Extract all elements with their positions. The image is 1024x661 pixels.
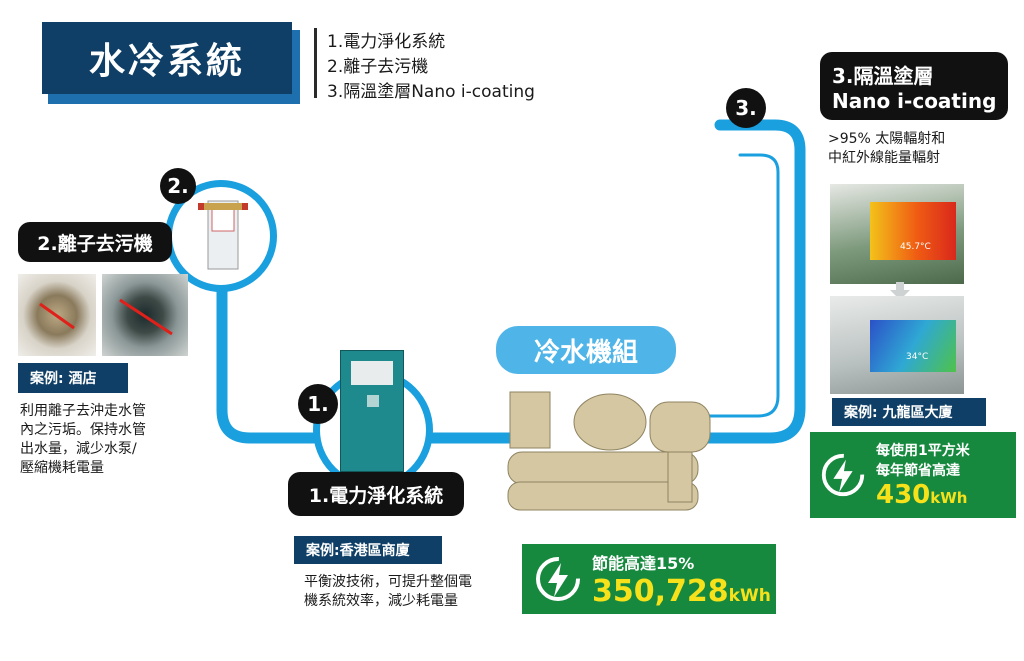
desc-line: 壓縮機耗電量 <box>20 460 104 476</box>
step1-title: 1.電力淨化系統 <box>288 472 464 516</box>
summary-item: 2.離子去污機 <box>327 57 429 77</box>
desc-line: >95% 太陽輻射和 <box>828 131 946 147</box>
desc-line: 平衡波技術，可提升整個電 <box>304 574 472 590</box>
pipe-left <box>216 284 526 444</box>
desc-line: 中紅外線能量輻射 <box>828 150 940 166</box>
coating-saving-value: 430 <box>876 480 931 510</box>
coating-saving-unit: kWh <box>930 489 968 507</box>
page-title: 水冷系統 <box>42 22 292 94</box>
arrow-down-icon <box>890 282 910 300</box>
step1-case-label: 案例:香港區商廈 <box>294 536 442 564</box>
temp-before-readout: 45.7°C <box>900 242 931 252</box>
summary-list: 1.電力淨化系統 2.離子去污機 3.隔溫塗層Nano i-coating <box>327 30 535 105</box>
energy-saving-icon <box>821 453 865 497</box>
pipe-before-photo <box>18 274 96 356</box>
step3-badge: 3. <box>726 88 766 128</box>
saving-unit: kWh <box>728 585 771 606</box>
coating-saving-line1: 每使用1平方米 <box>876 443 970 459</box>
summary-item: 3.隔溫塗層Nano i-coating <box>327 82 535 102</box>
desc-line: 出水量，減少水泵/ <box>20 441 137 457</box>
step2-badge: 2. <box>160 168 196 204</box>
ion-cleaner-device-icon <box>198 200 248 270</box>
desc-line: 內之污垢。保持水管 <box>20 422 146 438</box>
clean-arrow-icon <box>119 298 173 336</box>
step1-badge: 1. <box>298 384 338 424</box>
chiller-label: 冷水機組 <box>496 326 676 374</box>
desc-line: 利用離子去沖走水管 <box>20 403 146 419</box>
step2-title: 2.離子去污機 <box>18 222 172 262</box>
saving-label: 節能高達15% <box>592 553 695 573</box>
step2-description: 利用離子去沖走水管 內之污垢。保持水管 出水量，減少水泵/ 壓縮機耗電量 <box>20 402 146 478</box>
energy-saving-icon <box>536 557 580 601</box>
step3-description: >95% 太陽輻射和 中紅外線能量輻射 <box>828 130 945 168</box>
title-divider <box>314 28 317 98</box>
coating-saving-box: 每使用1平方米 每年節省高達 430kWh <box>810 432 1016 518</box>
step3-title: 3.隔溫塗層 Nano i-coating <box>820 52 1008 120</box>
step2-case-label: 案例: 酒店 <box>18 363 128 393</box>
energy-saving-box: 節能高達15% 350,728kWh <box>522 544 776 614</box>
chiller-unit-image <box>507 391 711 511</box>
thermal-before-photo: 45.7°C <box>830 184 964 284</box>
step1-description: 平衡波技術，可提升整個電 機系統效率，減少耗電量 <box>304 573 472 611</box>
step3-case-label: 案例: 九龍區大廈 <box>832 398 986 426</box>
step3-title-line1: 3.隔溫塗層 <box>832 63 934 88</box>
coating-saving-line2: 每年節省高達 <box>876 463 960 479</box>
temp-after-readout: 34°C <box>906 352 929 362</box>
pipe-after-photo <box>102 274 188 356</box>
power-cabinet-device <box>340 350 404 472</box>
saving-value: 350,728 <box>592 573 729 609</box>
pipe-right-outer <box>694 119 806 444</box>
scale-arrow-icon <box>39 302 75 330</box>
thermal-after-photo: 34°C <box>830 296 964 394</box>
pipe-right-inner <box>698 153 780 418</box>
step3-title-line2: Nano i-coating <box>832 88 997 113</box>
desc-line: 機系統效率，減少耗電量 <box>304 593 458 609</box>
summary-item: 1.電力淨化系統 <box>327 32 446 52</box>
